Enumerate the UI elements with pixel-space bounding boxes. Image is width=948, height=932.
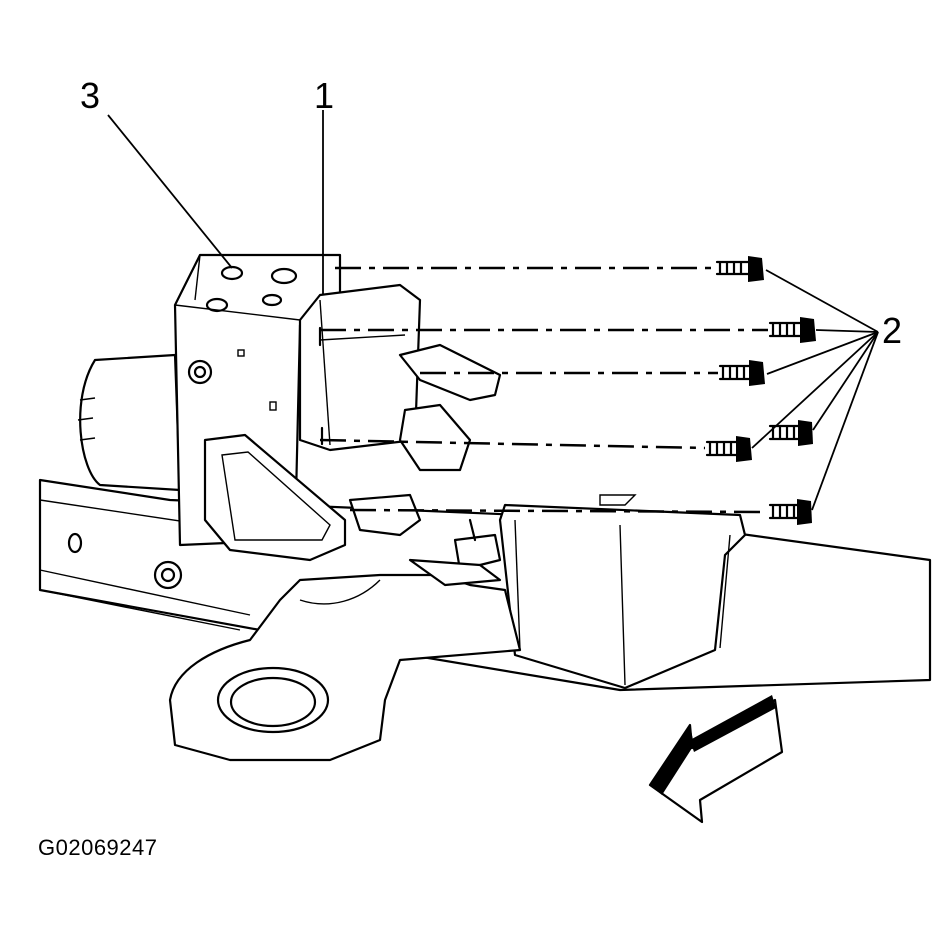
bracket xyxy=(498,494,747,690)
callout-2: 2 xyxy=(882,310,903,351)
frame-hole xyxy=(67,532,83,554)
bolt xyxy=(768,317,816,343)
bolt xyxy=(718,360,765,386)
bolt xyxy=(705,436,752,462)
leader-lines xyxy=(107,110,879,511)
abs-modulator xyxy=(77,253,502,590)
bolt xyxy=(715,256,764,282)
figure-id-label: G02069247 xyxy=(38,835,158,860)
spring-seat xyxy=(216,666,330,734)
bolt xyxy=(768,420,813,446)
alignment-lines xyxy=(318,266,769,514)
front-arrow-icon xyxy=(648,695,784,824)
callout-1: 1 xyxy=(314,75,335,116)
crossmember xyxy=(168,573,522,762)
bolt xyxy=(768,499,812,525)
callout-3: 3 xyxy=(80,75,101,116)
